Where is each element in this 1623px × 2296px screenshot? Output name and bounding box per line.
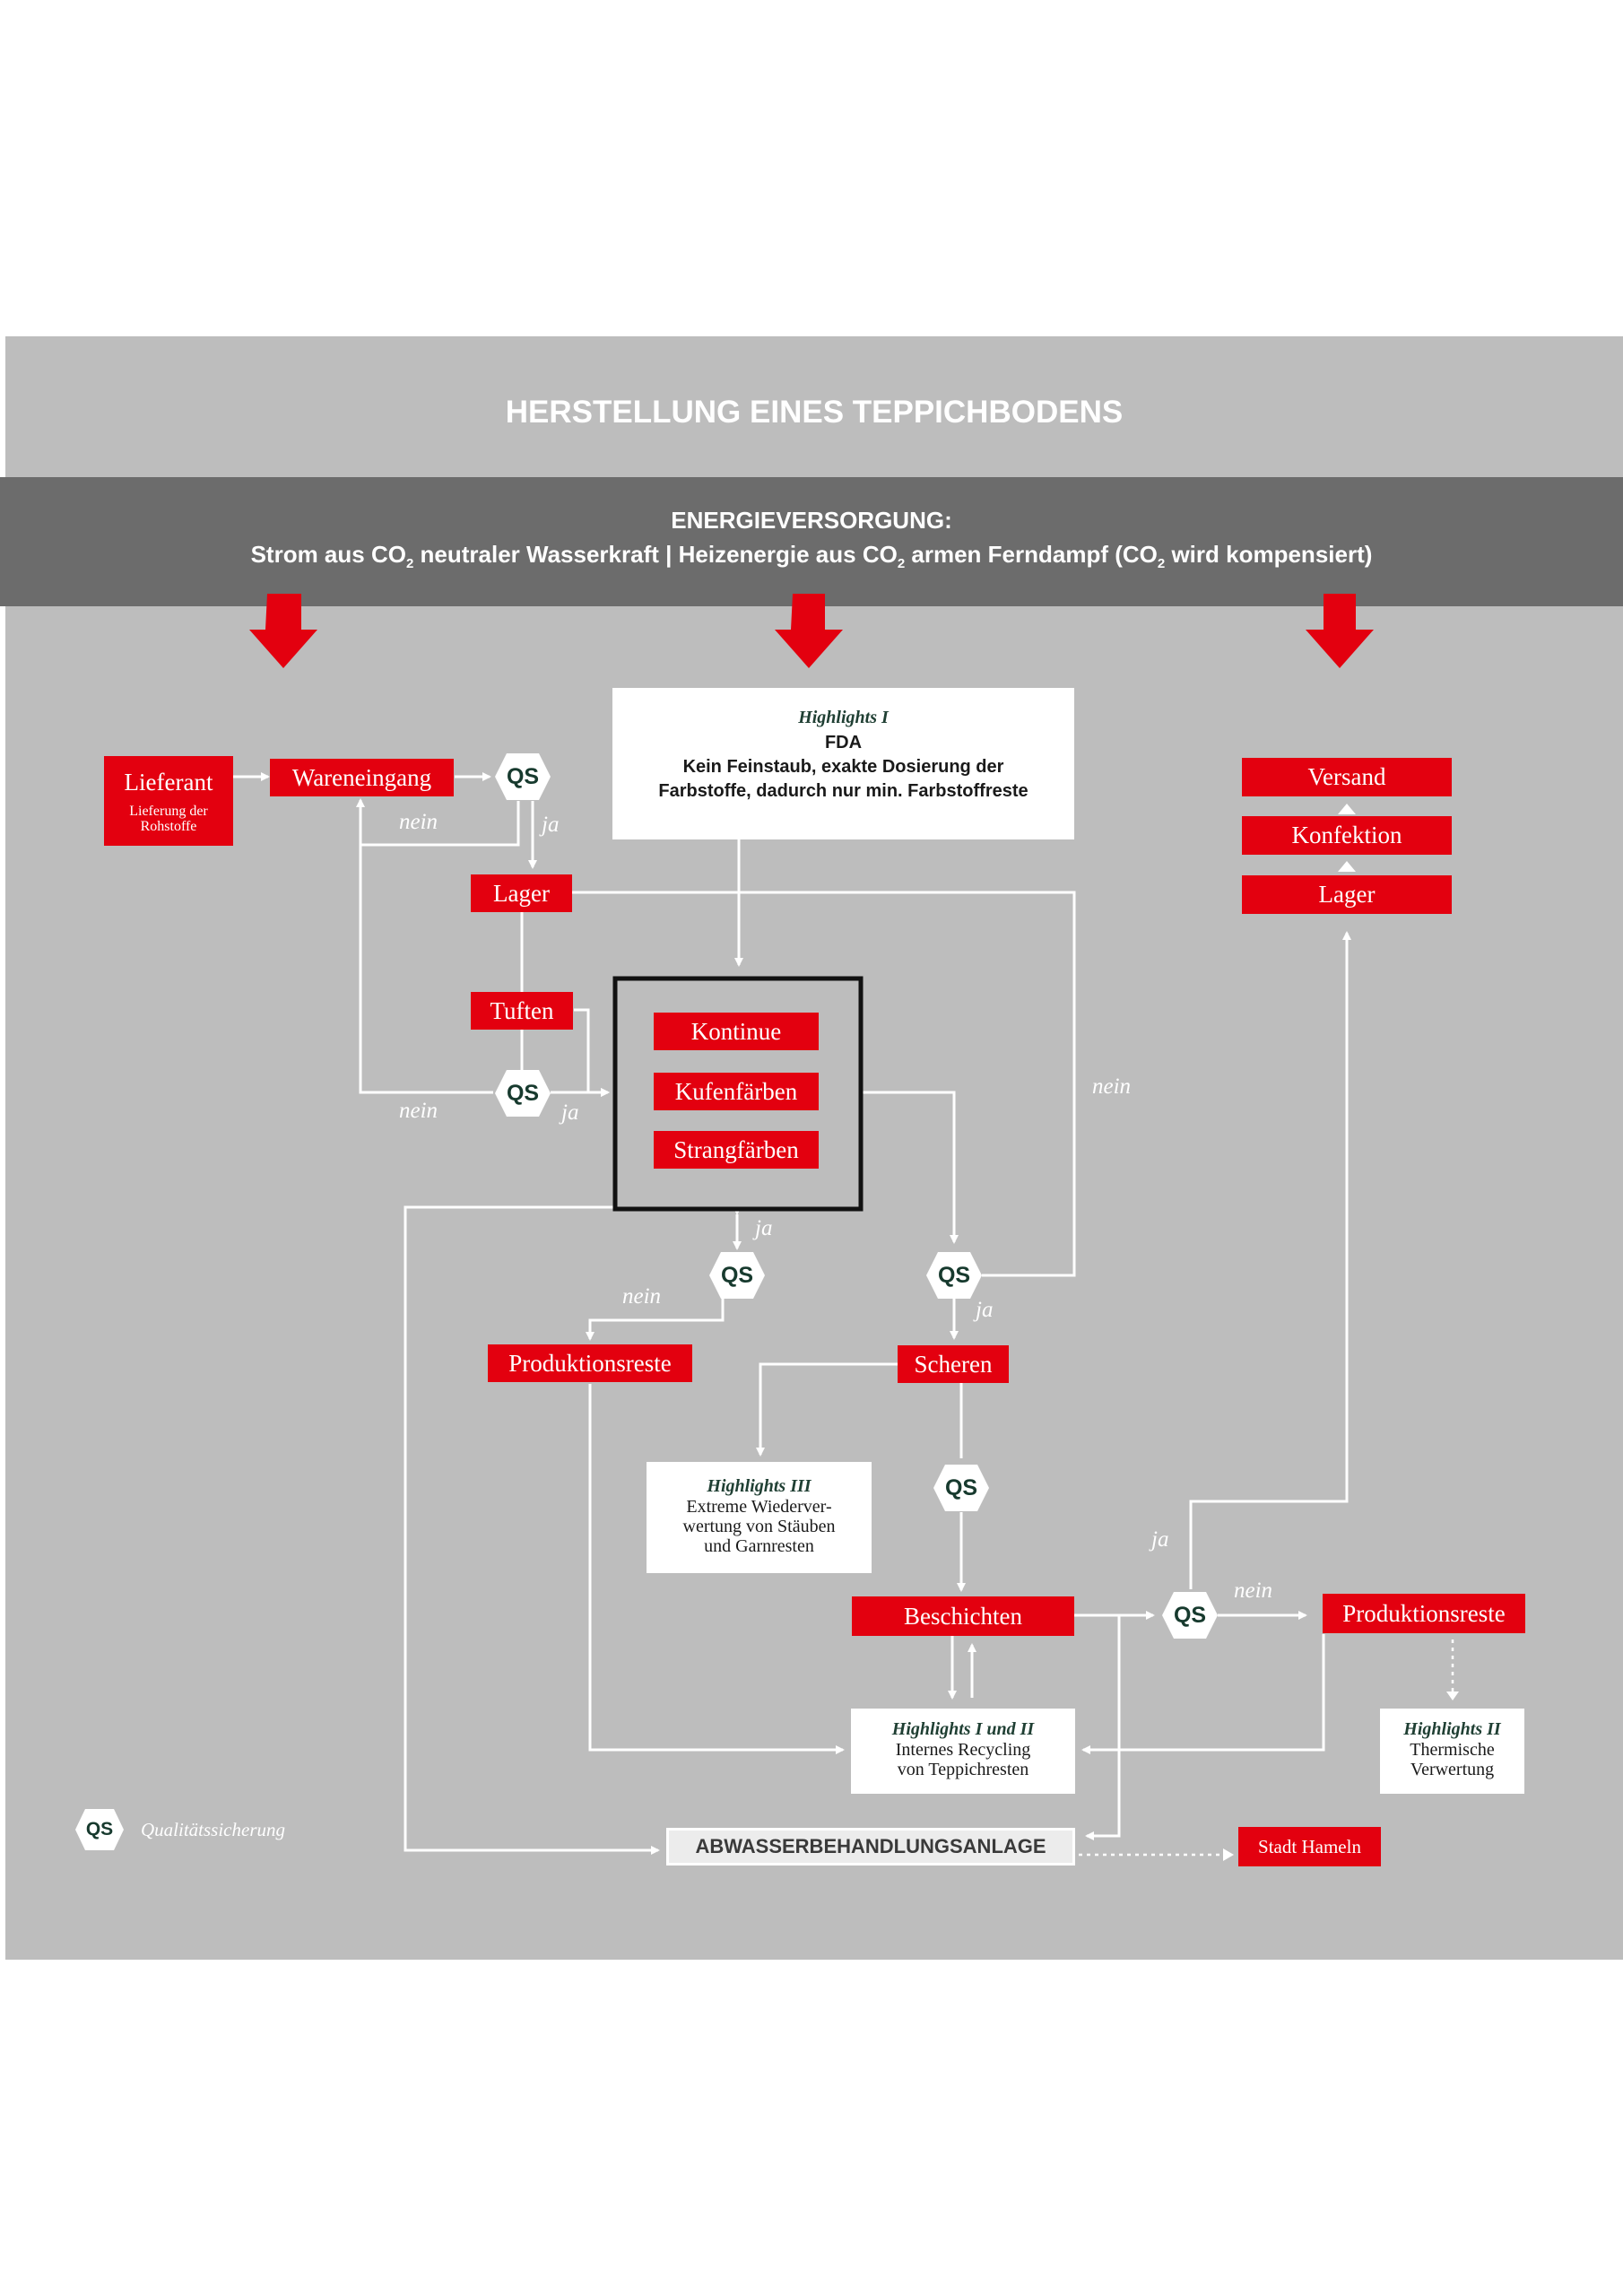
- diagram-title: HERSTELLUNG EINES TEPPICHBODENS: [505, 395, 1124, 430]
- node-beschichten: Beschichten: [852, 1596, 1074, 1636]
- qs-node-4: QS: [925, 1251, 983, 1300]
- node-lieferant-sub: Lieferung der Rohstoffe: [129, 803, 208, 834]
- label-ja: ja: [1151, 1527, 1169, 1552]
- label-ja: ja: [976, 1298, 994, 1322]
- highlights-1-fda: FDA: [824, 733, 863, 752]
- label-ja: ja: [561, 1100, 579, 1125]
- label-nein: nein: [1234, 1578, 1273, 1603]
- node-lieferant: Lieferant Lieferung der Rohstoffe: [104, 756, 233, 846]
- highlights-2-line-2: Verwertung: [1410, 1760, 1495, 1779]
- label-nein: nein: [399, 810, 438, 834]
- highlights-3-title: Highlights III: [707, 1476, 812, 1496]
- qs-hexagon-icon: [1162, 1592, 1218, 1639]
- node-scheren: Scheren: [898, 1345, 1009, 1383]
- node-produktionsreste-1: Produktionsreste: [488, 1344, 692, 1382]
- energy-arrow-center: [775, 594, 843, 668]
- qs-label: QS: [720, 1262, 754, 1288]
- qs-label: QS: [506, 763, 540, 789]
- node-lager-2: Lager: [1242, 875, 1452, 914]
- node-konfektion: Konfektion: [1242, 816, 1452, 855]
- energy-heading: ENERGIEVERSORGUNG:: [671, 507, 952, 534]
- qs-hexagon-icon: [495, 1070, 551, 1117]
- energy-arrow-right: [1306, 594, 1374, 668]
- node-kontinue: Kontinue: [654, 1013, 819, 1050]
- qs-hexagon-icon: [926, 1252, 982, 1299]
- highlights-1-2-title: Highlights I und II: [891, 1719, 1035, 1739]
- qs-node-1: QS: [494, 752, 551, 801]
- highlights-2-line-1: Thermische: [1410, 1740, 1495, 1760]
- highlights-2-box: Highlights II Thermische Verwertung: [1380, 1709, 1524, 1794]
- node-wareneingang: Wareneingang: [270, 759, 454, 796]
- highlights-2-title: Highlights II: [1403, 1719, 1501, 1739]
- node-lager-1: Lager: [471, 874, 572, 912]
- node-strangfaerben: Strangfärben: [654, 1131, 819, 1169]
- highlights-1-box: Highlights I FDA Kein Feinstaub, exakte …: [612, 688, 1074, 839]
- highlights-1-2-line-1: Internes Recycling: [895, 1740, 1031, 1760]
- qs-node-5: QS: [933, 1464, 990, 1512]
- node-lieferant-label: Lieferant: [124, 768, 213, 796]
- node-produktionsreste-2: Produktionsreste: [1323, 1594, 1525, 1633]
- node-tuften: Tuften: [471, 992, 573, 1030]
- qs-label: QS: [1173, 1602, 1207, 1628]
- qs-node-6: QS: [1161, 1591, 1219, 1639]
- qs-label: QS: [506, 1080, 540, 1106]
- highlights-1-line-2: Kein Feinstaub, exakte Dosierung der: [682, 757, 1004, 777]
- qs-label: QS: [944, 1474, 978, 1500]
- highlights-1-line-3: Farbstoffe, dadurch nur min. Farbstoffre…: [658, 781, 1028, 801]
- energy-arrow-left: [249, 594, 317, 668]
- qs-hexagon-icon: [495, 753, 551, 800]
- node-kufenfaerben: Kufenfärben: [654, 1073, 819, 1110]
- highlights-3-box: Highlights III Extreme Wiederver- wertun…: [647, 1462, 872, 1573]
- qs-hexagon-icon: [709, 1252, 765, 1299]
- dyeing-frame: [612, 976, 864, 1212]
- label-ja: ja: [542, 813, 560, 837]
- highlights-1-2-box: Highlights I und II Internes Recycling v…: [851, 1709, 1075, 1794]
- qs-node-3: QS: [708, 1251, 766, 1300]
- label-nein: nein: [399, 1099, 438, 1123]
- label-ja: ja: [755, 1216, 773, 1240]
- legend-text: Qualitätssicherung: [141, 1819, 285, 1840]
- highlights-1-2-line-2: von Teppichresten: [897, 1760, 1029, 1779]
- node-versand: Versand: [1242, 758, 1452, 796]
- legend-qs-icon: QS: [74, 1808, 125, 1851]
- qs-node-2: QS: [494, 1069, 551, 1118]
- label-nein: nein: [1092, 1074, 1132, 1099]
- legend-qs-label: QS: [85, 1819, 114, 1839]
- qs-hexagon-icon: [75, 1809, 124, 1850]
- node-stadt-hameln: Stadt Hameln: [1238, 1827, 1381, 1866]
- qs-label: QS: [937, 1262, 971, 1288]
- highlights-3-line-1: Extreme Wiederver-: [686, 1497, 832, 1517]
- highlights-3-line-2: wertung von Stäuben: [682, 1517, 836, 1536]
- energy-band: [0, 477, 1623, 606]
- label-nein: nein: [622, 1284, 662, 1309]
- node-abwasserbehandlungsanlage: ABWASSERBEHANDLUNGSANLAGE: [666, 1828, 1075, 1866]
- qs-hexagon-icon: [933, 1465, 989, 1511]
- highlights-1-title: Highlights I: [798, 708, 889, 727]
- highlights-3-line-3: und Garnresten: [704, 1536, 814, 1556]
- energy-text: Strom aus CO2 neutraler Wasserkraft | He…: [250, 541, 1373, 572]
